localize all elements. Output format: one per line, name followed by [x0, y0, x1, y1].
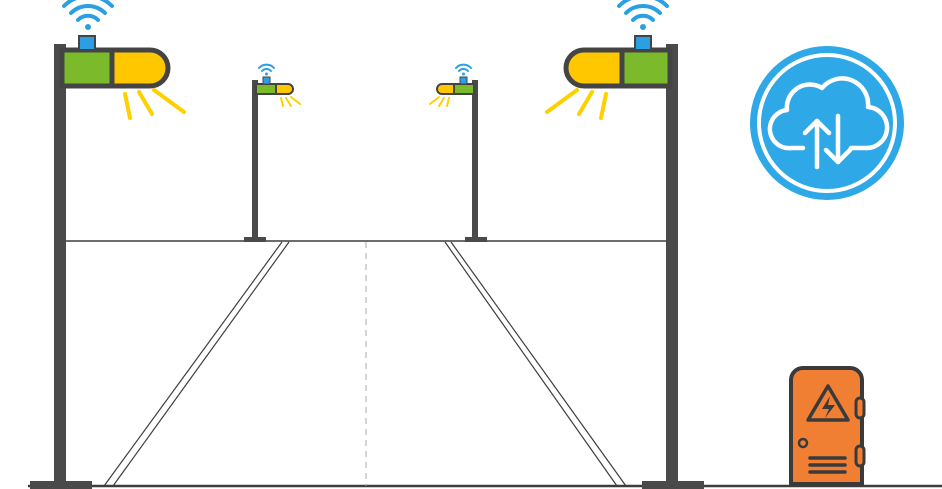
lamp-head-yellow: [563, 47, 629, 89]
lamp-pole: [666, 44, 678, 486]
wifi-icon: [62, 0, 114, 30]
road-right-edge-outer: [444, 241, 618, 487]
cabinet-hinge-bottom: [854, 444, 866, 468]
cloud-outline: [767, 76, 890, 151]
lamp-sensor: [634, 35, 652, 51]
wifi-icon: [455, 63, 472, 76]
lamp-pole-base: [30, 481, 92, 489]
electrical-cabinet-icon: [789, 366, 866, 486]
cabinet-lock: [797, 437, 809, 449]
light-rays: [123, 88, 186, 120]
lamp-head-yellow: [274, 83, 294, 95]
light-rays: [545, 88, 608, 120]
street-lamp-far-left: [244, 63, 301, 242]
lamp-head-yellow: [105, 47, 171, 89]
lamp-pole-base: [244, 237, 266, 242]
lamp-pole: [54, 44, 66, 486]
cabinet-hinge-top: [854, 396, 866, 420]
lamp-head-green: [59, 47, 115, 89]
lamp-head-green: [255, 83, 277, 95]
lamp-sensor: [262, 76, 271, 85]
lamp-head-yellow: [436, 83, 456, 95]
lamp-head-green: [453, 83, 475, 95]
cloud-sync-icon: [750, 46, 904, 200]
road: [28, 240, 942, 488]
download-arrow-icon: [823, 113, 853, 165]
upload-arrow-icon: [802, 118, 832, 170]
light-rays: [429, 96, 450, 107]
street-lamp-near-left: [30, 0, 186, 489]
lamp-pole-base: [465, 237, 487, 242]
lamp-sensor: [459, 76, 468, 85]
cabinet-vent: [808, 456, 847, 474]
light-rays: [280, 96, 301, 107]
road-right-edge-inner: [450, 241, 627, 487]
lamp-pole: [252, 80, 258, 241]
road-left-edge-inner: [112, 241, 290, 487]
lamp-head-green: [619, 47, 673, 89]
street-lamp-near-right: [545, 0, 704, 489]
street-lamp-far-right: [429, 63, 487, 242]
high-voltage-warning-icon: [806, 384, 850, 422]
wifi-icon: [617, 0, 669, 30]
road-left-edge-outer: [103, 241, 283, 487]
lamp-pole: [472, 80, 478, 241]
lamp-pole-base: [642, 481, 704, 489]
lamp-sensor: [78, 35, 96, 51]
wifi-icon: [258, 63, 275, 76]
